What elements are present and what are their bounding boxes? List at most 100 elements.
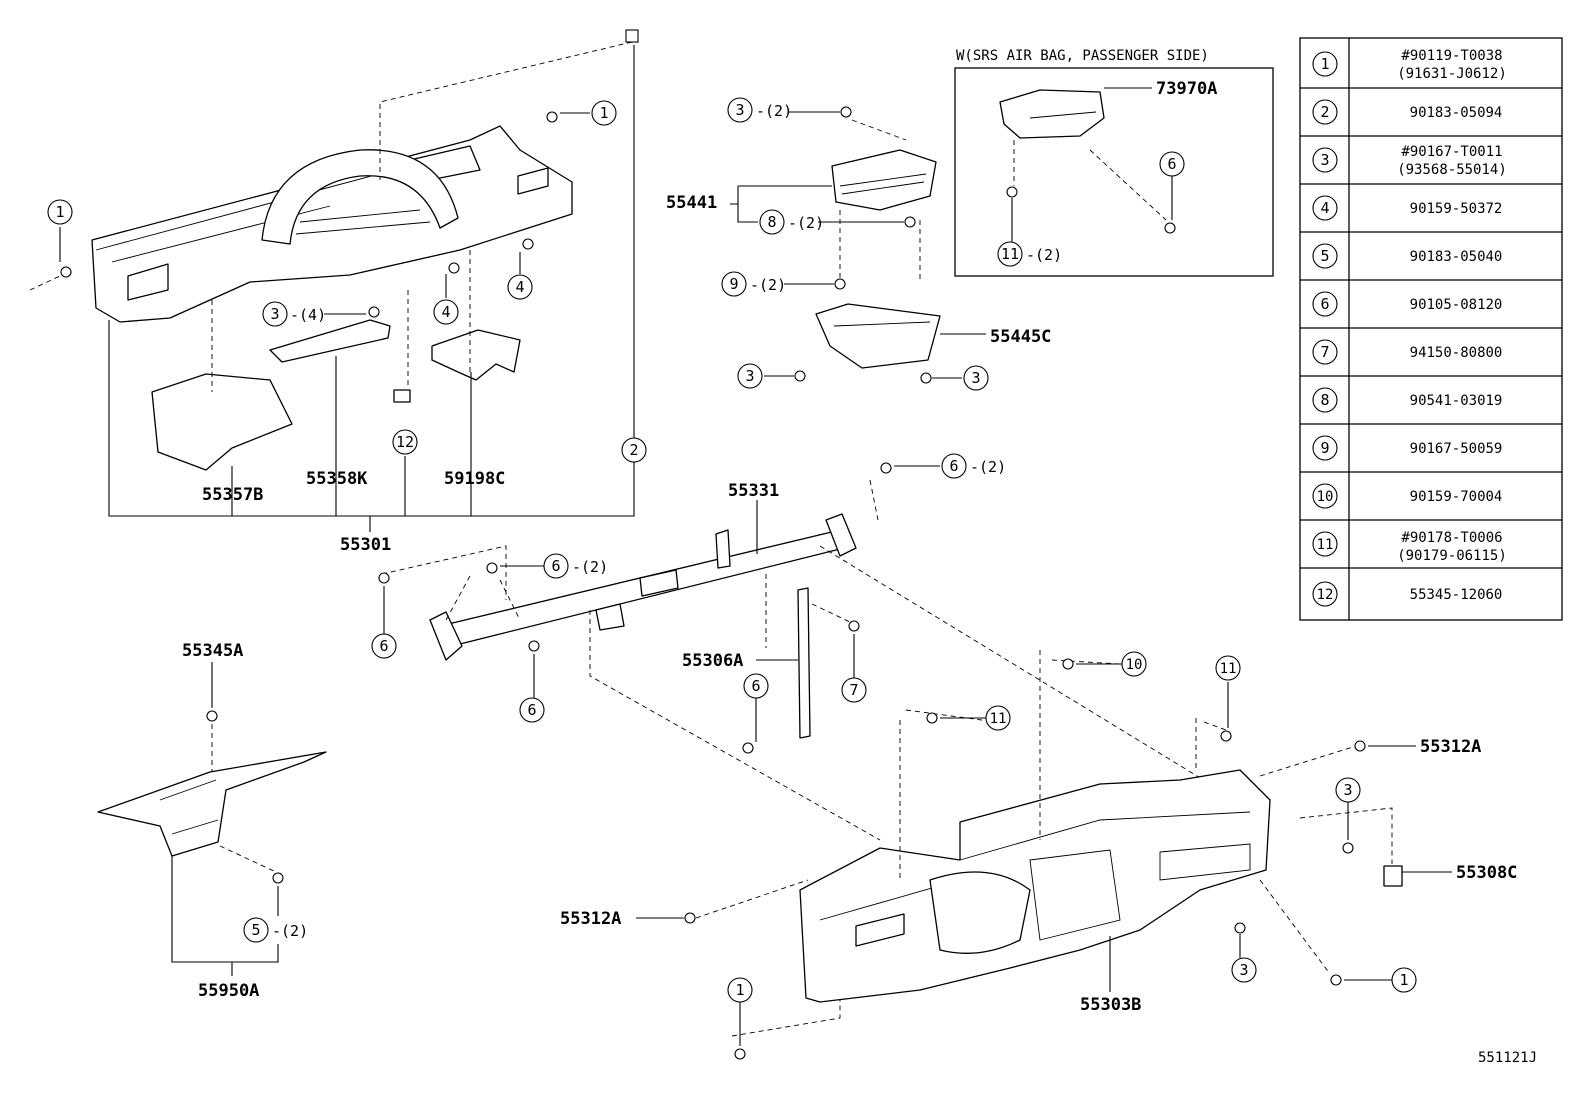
airbag-inset-box — [954, 67, 1274, 277]
dashboard-pad-drawing — [91, 125, 573, 323]
legend-line2: (93568-55014) — [1397, 162, 1507, 178]
legend-line1: 90167-50059 — [1410, 441, 1503, 457]
label-55445c: 55445C — [990, 327, 1051, 347]
legend-line1: 94150-80800 — [1410, 345, 1503, 361]
lower-panel-55950a-drawing — [97, 751, 327, 857]
instrument-panel-55303b-drawing — [799, 769, 1271, 1003]
callout-1-right: 1 — [1399, 971, 1408, 989]
glove-box-drawing — [815, 149, 941, 369]
label-55301: 55301 — [340, 535, 391, 555]
legend-line1: 90541-03019 — [1410, 393, 1503, 409]
callout-7: 7 — [849, 681, 858, 699]
callout-1-left: 1 — [55, 203, 64, 221]
qty-8-2: -(2) — [788, 214, 824, 232]
callout-6-air: 6 — [1167, 155, 1176, 173]
label-55331: 55331 — [728, 481, 779, 501]
callout-3-dash2: 3 — [1343, 781, 1352, 799]
callout-11-a: 11 — [990, 711, 1007, 727]
legend-num: 1 — [1320, 55, 1329, 73]
callout-4-b: 4 — [441, 303, 450, 321]
callout-8: 8 — [767, 213, 776, 231]
pad-55358k — [269, 319, 391, 363]
bracket-55308c-drawing — [1383, 865, 1403, 887]
callout-6-top: 6 — [949, 457, 958, 475]
callout-10: 10 — [1126, 657, 1143, 673]
callout-2: 2 — [629, 441, 638, 459]
airbag-inset-title: W(SRS AIR BAG, PASSENGER SIDE) — [956, 48, 1209, 64]
qty-5-2: -(2) — [272, 922, 308, 940]
legend-line1: 90183-05094 — [1410, 105, 1503, 121]
qty-3-2: -(2) — [756, 102, 792, 120]
callout-circles — [47, 97, 1417, 1003]
label-55950a: 55950A — [198, 981, 259, 1001]
legend-num: 11 — [1317, 537, 1334, 553]
bracket-55301 — [108, 45, 635, 532]
legend-line1: #90119-T0038 — [1401, 48, 1502, 64]
label-55308c: 55308C — [1456, 863, 1517, 883]
callout-3-air: 3 — [735, 101, 744, 119]
legend-numbers: 1 2 3 4 5 6 7 8 9 10 11 12 — [1317, 55, 1334, 603]
legend-line1: #90178-T0006 — [1401, 530, 1502, 546]
label-55312a-left: 55312A — [560, 909, 621, 929]
legend-part-numbers: #90119-T0038 (91631-J0612) 90183-05094 #… — [1397, 48, 1507, 603]
cover-59198c — [431, 329, 521, 381]
label-55312a-right: 55312A — [1420, 737, 1481, 757]
legend-line1: 90105-08120 — [1410, 297, 1503, 313]
callout-3-l: 3 — [745, 367, 754, 385]
clip-12-drawing — [393, 389, 411, 403]
legend-num: 2 — [1320, 103, 1329, 121]
legend-line1: 55345-12060 — [1410, 587, 1503, 603]
legend-num: 8 — [1320, 391, 1329, 409]
legend-line1: #90167-T0011 — [1401, 144, 1502, 160]
legend-num: 12 — [1317, 587, 1334, 603]
callout-9: 9 — [729, 275, 738, 293]
callout-5: 5 — [251, 921, 260, 939]
legend-line2: (91631-J0612) — [1397, 66, 1507, 82]
insulator-55357b — [151, 373, 293, 471]
label-55358k: 55358K — [306, 469, 368, 489]
label-55306a: 55306A — [682, 651, 743, 671]
legend-line1: 90183-05040 — [1410, 249, 1503, 265]
qty-3-4: -(4) — [290, 306, 326, 324]
qty-6-2-top: -(2) — [970, 458, 1006, 476]
callout-6-bar: 6 — [751, 677, 760, 695]
reinforcement-55331-drawing — [429, 513, 857, 661]
label-55357b: 55357B — [202, 485, 263, 505]
legend-circles — [1312, 51, 1338, 607]
callout-11-air: 11 — [1001, 245, 1019, 263]
callout-1-bot: 1 — [735, 981, 744, 999]
callout-4-a: 4 — [515, 278, 524, 296]
legend-num: 6 — [1320, 295, 1329, 313]
callout-6-low: 6 — [527, 701, 536, 719]
legend-line1: 90159-70004 — [1410, 489, 1503, 505]
legend-num: 7 — [1320, 343, 1329, 361]
legend-num: 9 — [1320, 439, 1329, 457]
callout-11-b: 11 — [1220, 661, 1237, 677]
legend-table-lines — [1299, 37, 1563, 621]
legend-num: 3 — [1320, 151, 1329, 169]
callout-1-top: 1 — [599, 104, 608, 122]
label-55345a: 55345A — [182, 641, 243, 661]
legend-line2: (90179-06115) — [1397, 548, 1507, 564]
legend-num: 4 — [1320, 199, 1329, 217]
label-55303b: 55303B — [1080, 995, 1141, 1015]
brace-55306a — [797, 587, 811, 739]
callout-6-mid: 6 — [551, 557, 560, 575]
label-59198c: 59198C — [444, 469, 505, 489]
qty-11-2: -(2) — [1026, 246, 1062, 264]
callout-6-left: 6 — [379, 637, 388, 655]
qty-9-2: -(2) — [750, 276, 786, 294]
legend-num: 10 — [1317, 489, 1334, 505]
bracket-55441 — [730, 185, 832, 223]
callout-12: 12 — [396, 433, 414, 451]
label-73970a: 73970A — [1156, 79, 1217, 99]
qty-6-2-mid: -(2) — [572, 558, 608, 576]
figure-reference: 551121J — [1478, 1050, 1537, 1066]
callout-3-dash: 3 — [270, 305, 279, 323]
legend-line1: 90159-50372 — [1410, 201, 1503, 217]
airbag-module-73970a — [999, 89, 1105, 139]
callout-3-r: 3 — [971, 369, 980, 387]
callout-3-right: 3 — [1239, 961, 1248, 979]
legend-num: 5 — [1320, 247, 1329, 265]
